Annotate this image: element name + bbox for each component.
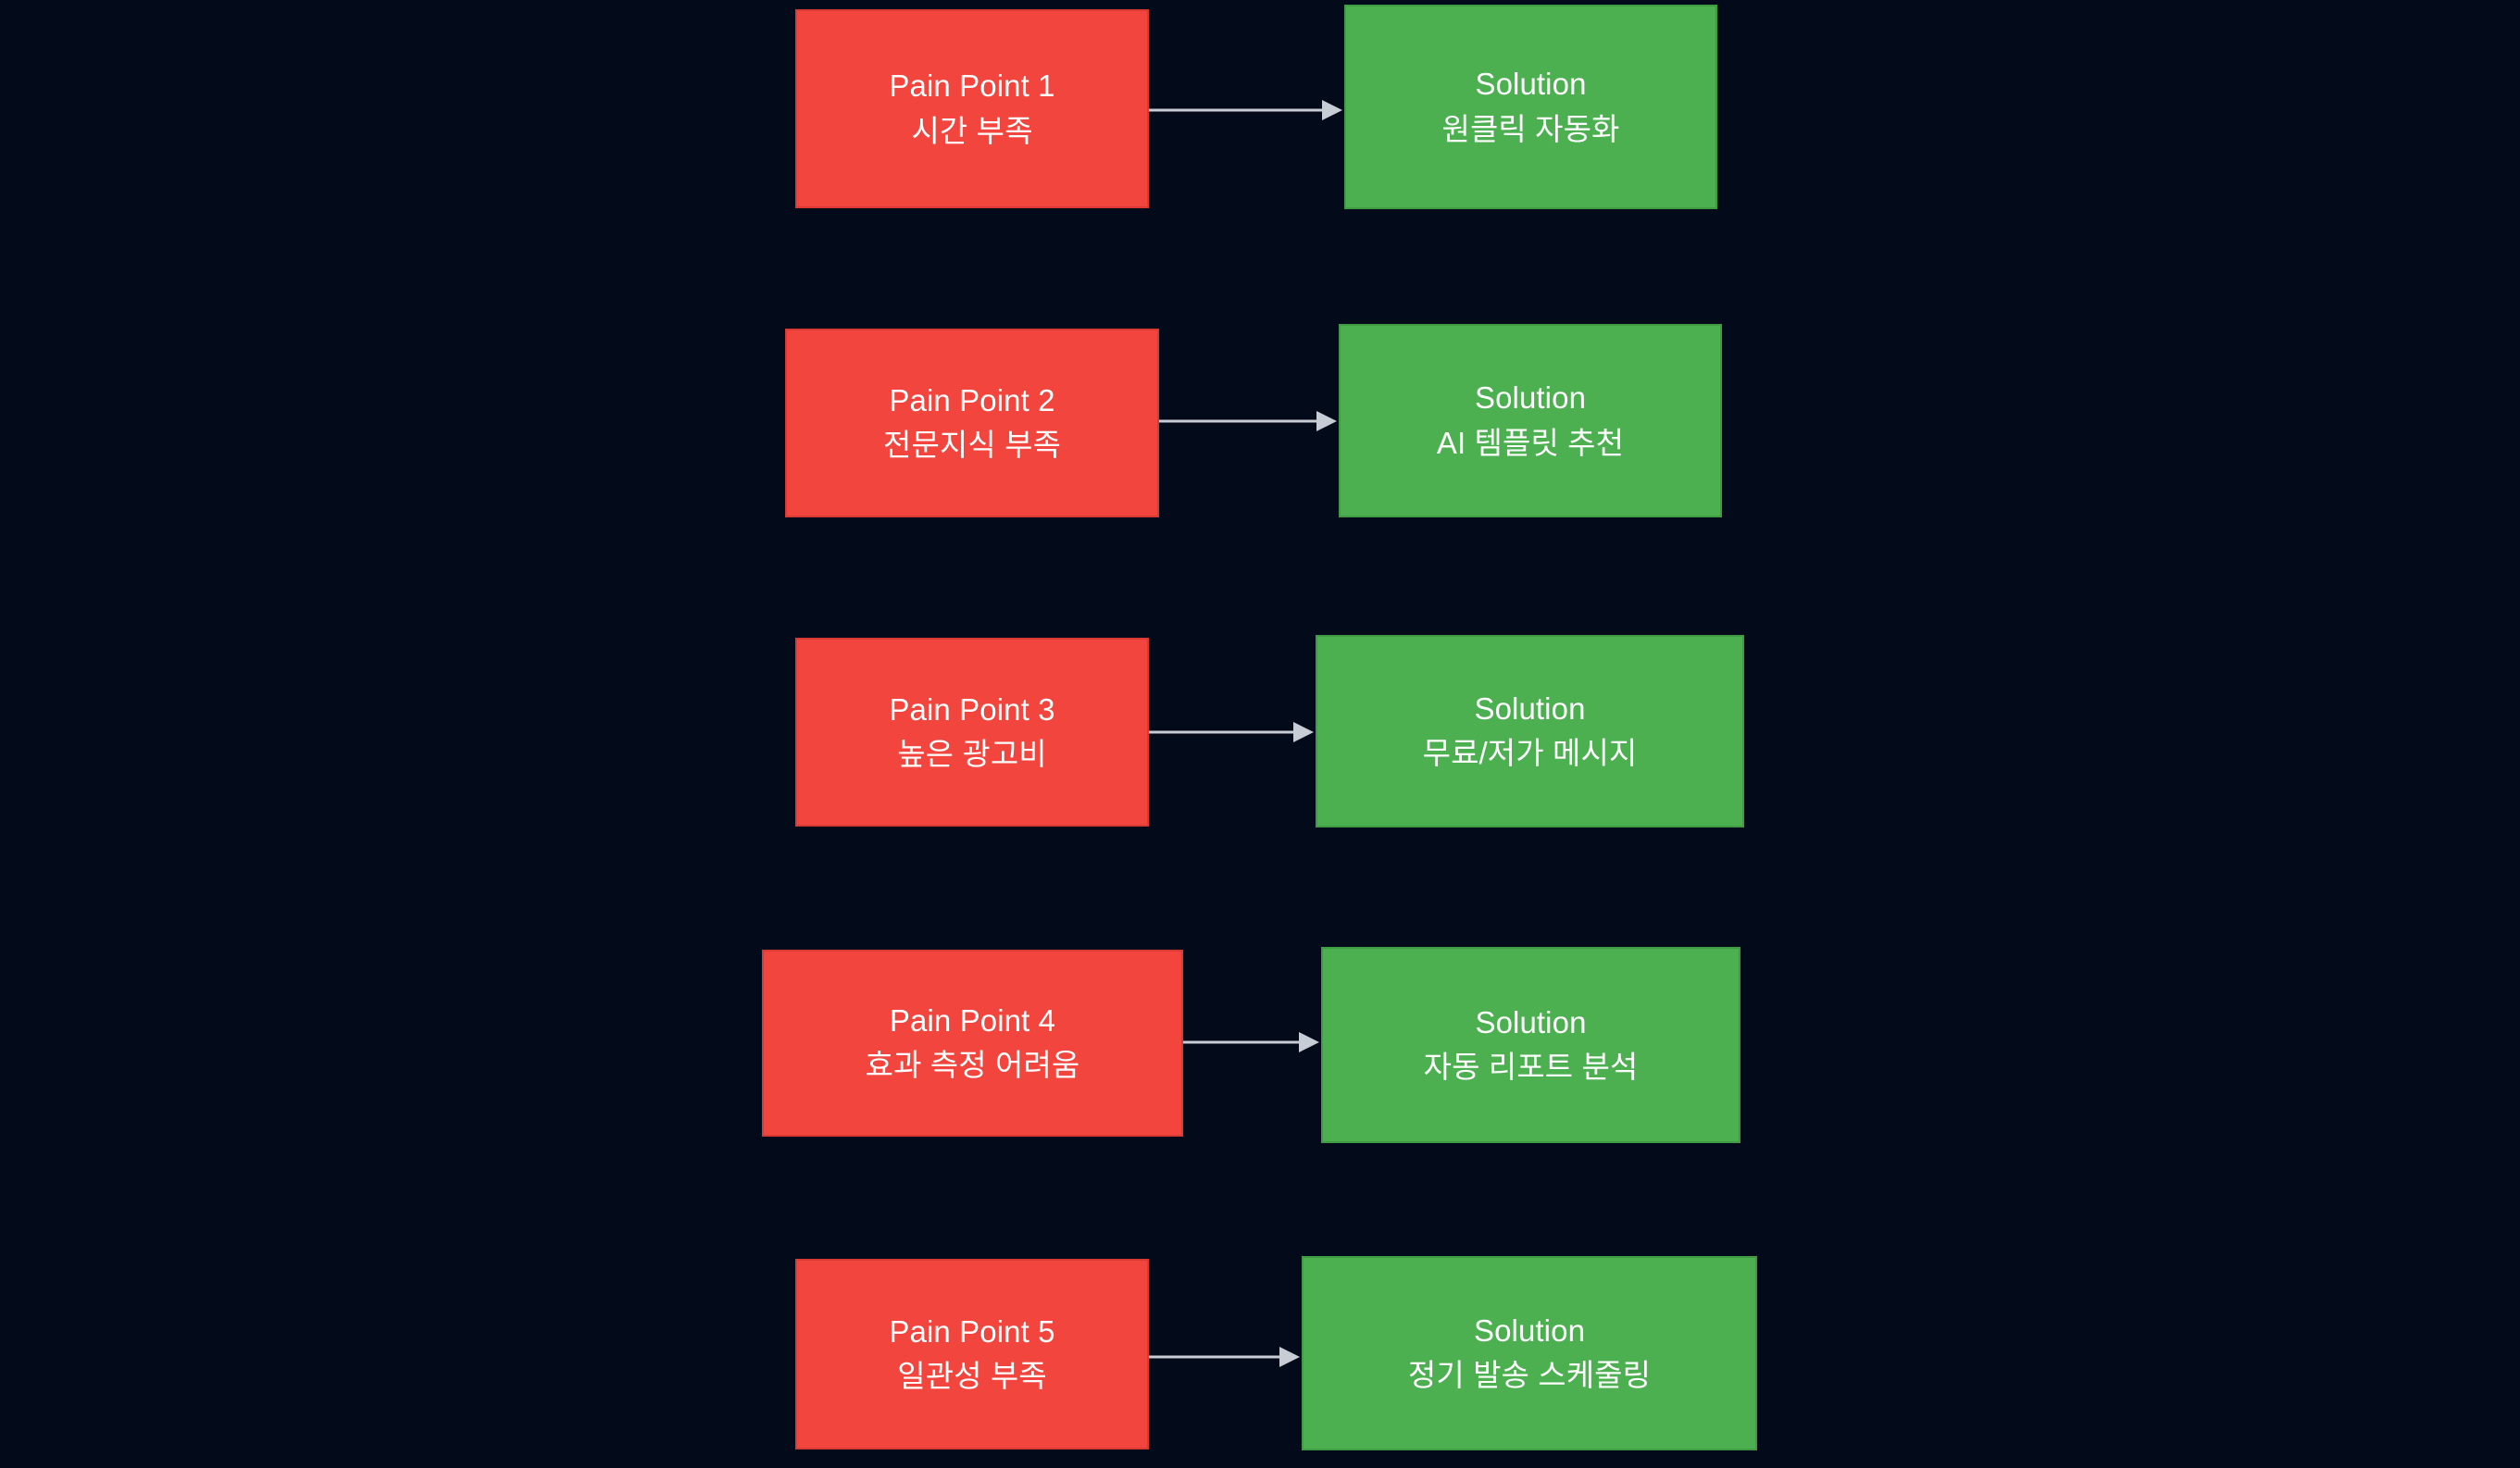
pain-point-node-2[interactable]: Pain Point 2 전문지식 부족 [785, 329, 1159, 517]
solution-node-5[interactable]: Solution 정기 발송 스케줄링 [1302, 1256, 1757, 1450]
solution-title: Solution [1473, 1312, 1586, 1348]
solution-title: Solution [1475, 1004, 1587, 1039]
pain-point-description: 시간 부족 [911, 113, 1033, 148]
pain-point-title: Pain Point 2 [889, 382, 1055, 417]
arrow-pain-to-solution-2 [1159, 408, 1337, 434]
solution-title: Solution [1475, 67, 1587, 102]
arrow-pain-to-solution-5 [1149, 1344, 1300, 1370]
solution-node-2[interactable]: Solution AI 템플릿 추천 [1339, 324, 1722, 517]
pain-point-node-1[interactable]: Pain Point 1 시간 부족 [795, 9, 1149, 208]
pain-point-title: Pain Point 4 [889, 1002, 1056, 1038]
pain-point-node-3[interactable]: Pain Point 3 높은 광고비 [795, 638, 1149, 827]
pain-point-title: Pain Point 5 [889, 1313, 1055, 1349]
solution-description: 자동 리포트 분석 [1423, 1050, 1639, 1084]
solution-description: 정기 발송 스케줄링 [1407, 1358, 1652, 1392]
arrow-pain-to-solution-1 [1149, 97, 1342, 123]
solution-description: AI 템플릿 추천 [1436, 425, 1625, 460]
pain-point-description: 일관성 부족 [897, 1359, 1047, 1393]
solution-title: Solution [1474, 380, 1587, 416]
solution-description: 무료/저가 메시지 [1422, 736, 1638, 770]
pain-point-title: Pain Point 3 [889, 691, 1055, 727]
solution-node-3[interactable]: Solution 무료/저가 메시지 [1316, 635, 1744, 827]
pain-point-title: Pain Point 1 [889, 68, 1055, 104]
solution-node-1[interactable]: Solution 원클릭 자동화 [1344, 5, 1717, 209]
pain-point-description: 전문지식 부족 [882, 428, 1062, 462]
solution-node-4[interactable]: Solution 자동 리포트 분석 [1321, 947, 1740, 1143]
pain-point-node-5[interactable]: Pain Point 5 일관성 부족 [795, 1259, 1149, 1449]
pain-point-node-4[interactable]: Pain Point 4 효과 측정 어려움 [762, 950, 1183, 1137]
arrow-pain-to-solution-4 [1183, 1029, 1319, 1055]
solution-description: 원클릭 자동화 [1441, 111, 1620, 146]
pain-point-description: 높은 광고비 [897, 737, 1047, 771]
arrow-pain-to-solution-3 [1149, 719, 1314, 745]
pain-point-description: 효과 측정 어려움 [865, 1048, 1080, 1082]
solution-title: Solution [1474, 690, 1586, 726]
